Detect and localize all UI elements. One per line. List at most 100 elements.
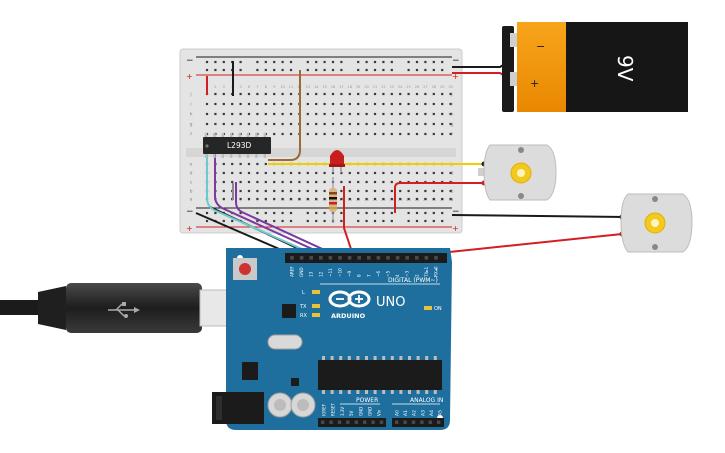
digital-pin-hole[interactable] xyxy=(328,256,333,260)
digital-pin-hole[interactable] xyxy=(434,256,438,260)
brown-wire[interactable] xyxy=(268,70,301,161)
digital-pin-hole[interactable] xyxy=(338,256,342,260)
analog-pin-hole[interactable] xyxy=(437,420,441,424)
terminal-hole xyxy=(256,92,259,96)
terminal-hole xyxy=(424,102,427,106)
digital-pin-hole[interactable] xyxy=(357,256,361,260)
digital-pin-hole[interactable] xyxy=(367,256,371,260)
digital-pin-hole[interactable] xyxy=(309,256,313,260)
digital-pin-hole[interactable] xyxy=(376,256,381,260)
rail-hole xyxy=(441,219,444,223)
analog-pin-hole[interactable] xyxy=(428,420,432,424)
digital-pin-hole[interactable] xyxy=(299,256,304,260)
red-motor1-wire[interactable] xyxy=(394,182,488,213)
terminal-hole xyxy=(373,171,377,175)
rail-hole xyxy=(373,219,377,223)
terminal-hole xyxy=(289,180,293,184)
l293d-chip[interactable]: L293D xyxy=(203,133,271,158)
terminal-hole xyxy=(348,122,351,126)
resistor[interactable] xyxy=(329,177,337,223)
terminal-hole xyxy=(449,189,452,193)
terminal-hole xyxy=(373,197,377,201)
terminal-hole xyxy=(415,132,419,136)
terminal-hole xyxy=(315,189,318,193)
power-pin-hole[interactable] xyxy=(371,420,375,424)
battery-9v[interactable]: − + 9V xyxy=(502,22,688,112)
digital-pin-hole[interactable] xyxy=(319,256,323,260)
purple-wire-1[interactable] xyxy=(214,152,333,259)
dc-motor-1[interactable] xyxy=(478,144,557,201)
terminal-hole xyxy=(222,171,225,175)
column-number-top: 15 xyxy=(322,85,326,89)
rail-hole xyxy=(264,211,267,215)
terminal-hole xyxy=(415,171,419,175)
digital-pin-hole[interactable] xyxy=(415,256,419,260)
terminal-hole xyxy=(432,189,435,193)
digital-pin-label: 8 xyxy=(357,274,362,277)
chip-pin xyxy=(238,153,241,158)
column-number-top: 11 xyxy=(289,85,293,89)
reset-button[interactable] xyxy=(239,263,251,275)
on-led-label: ON xyxy=(434,306,442,312)
digital-pin-hole[interactable] xyxy=(290,256,294,260)
black-motor2-wire[interactable] xyxy=(451,214,626,218)
terminal-hole xyxy=(407,171,410,175)
dc-motor-2[interactable] xyxy=(619,193,693,253)
power-pin-hole[interactable] xyxy=(363,420,367,424)
digital-pin-label: AREF xyxy=(290,266,295,277)
terminal-hole xyxy=(306,122,309,126)
digital-pin-hole[interactable] xyxy=(386,256,390,260)
purple-wire-2[interactable] xyxy=(235,182,343,259)
terminal-hole xyxy=(264,102,267,106)
terminal-hole xyxy=(382,112,385,116)
row-letter: e xyxy=(190,163,193,168)
power-pin-hole[interactable] xyxy=(346,420,350,424)
digital-pin-hole[interactable] xyxy=(424,256,429,260)
terminal-hole xyxy=(390,92,393,96)
column-number-top: 25 xyxy=(406,85,410,89)
atmega-pin xyxy=(365,356,368,360)
digital-pin-hole[interactable] xyxy=(347,256,352,260)
terminal-hole xyxy=(357,180,360,184)
atmega-pin xyxy=(425,390,429,394)
power-pin-hole[interactable] xyxy=(354,420,358,424)
row-letter: h xyxy=(190,112,193,118)
terminal-hole xyxy=(441,132,444,136)
power-pin-hole[interactable] xyxy=(329,420,333,424)
terminal-hole xyxy=(289,92,293,96)
terminal-hole xyxy=(365,197,368,201)
analog-pin-hole[interactable] xyxy=(403,420,407,424)
terminal-hole xyxy=(424,92,427,96)
terminal-hole xyxy=(424,112,427,116)
analog-pin-hole[interactable] xyxy=(420,420,424,424)
led[interactable] xyxy=(329,150,345,173)
breadboard: − + − + 12345678910111213141516171819202… xyxy=(179,48,463,234)
chip-pin xyxy=(238,133,241,138)
rail-hole xyxy=(415,211,419,215)
digital-pin-hole[interactable] xyxy=(405,256,409,260)
power-pin-hole[interactable] xyxy=(379,420,384,424)
rail-hole xyxy=(205,68,209,72)
terminal-hole xyxy=(399,122,402,126)
usb-cable[interactable] xyxy=(0,283,233,333)
rail-hole xyxy=(306,68,309,72)
analog-pin-hole[interactable] xyxy=(411,420,416,424)
rail-hole xyxy=(205,219,209,223)
terminal-hole xyxy=(432,197,435,201)
analog-pin-hole[interactable] xyxy=(395,420,399,424)
cyan-wire[interactable] xyxy=(206,152,323,259)
terminal-hole xyxy=(357,112,360,116)
power-pin-hole[interactable] xyxy=(321,420,325,424)
terminal-hole xyxy=(298,197,301,201)
digital-pin-label: ~5 xyxy=(386,270,391,277)
rail-hole xyxy=(331,68,335,72)
digital-pin-hole[interactable] xyxy=(395,256,400,260)
terminal-hole xyxy=(407,122,410,126)
terminal-hole xyxy=(348,102,351,106)
rail-hole xyxy=(390,219,393,223)
power-pin-hole[interactable] xyxy=(337,420,342,424)
terminal-hole xyxy=(357,197,360,201)
terminal-hole xyxy=(239,197,242,201)
